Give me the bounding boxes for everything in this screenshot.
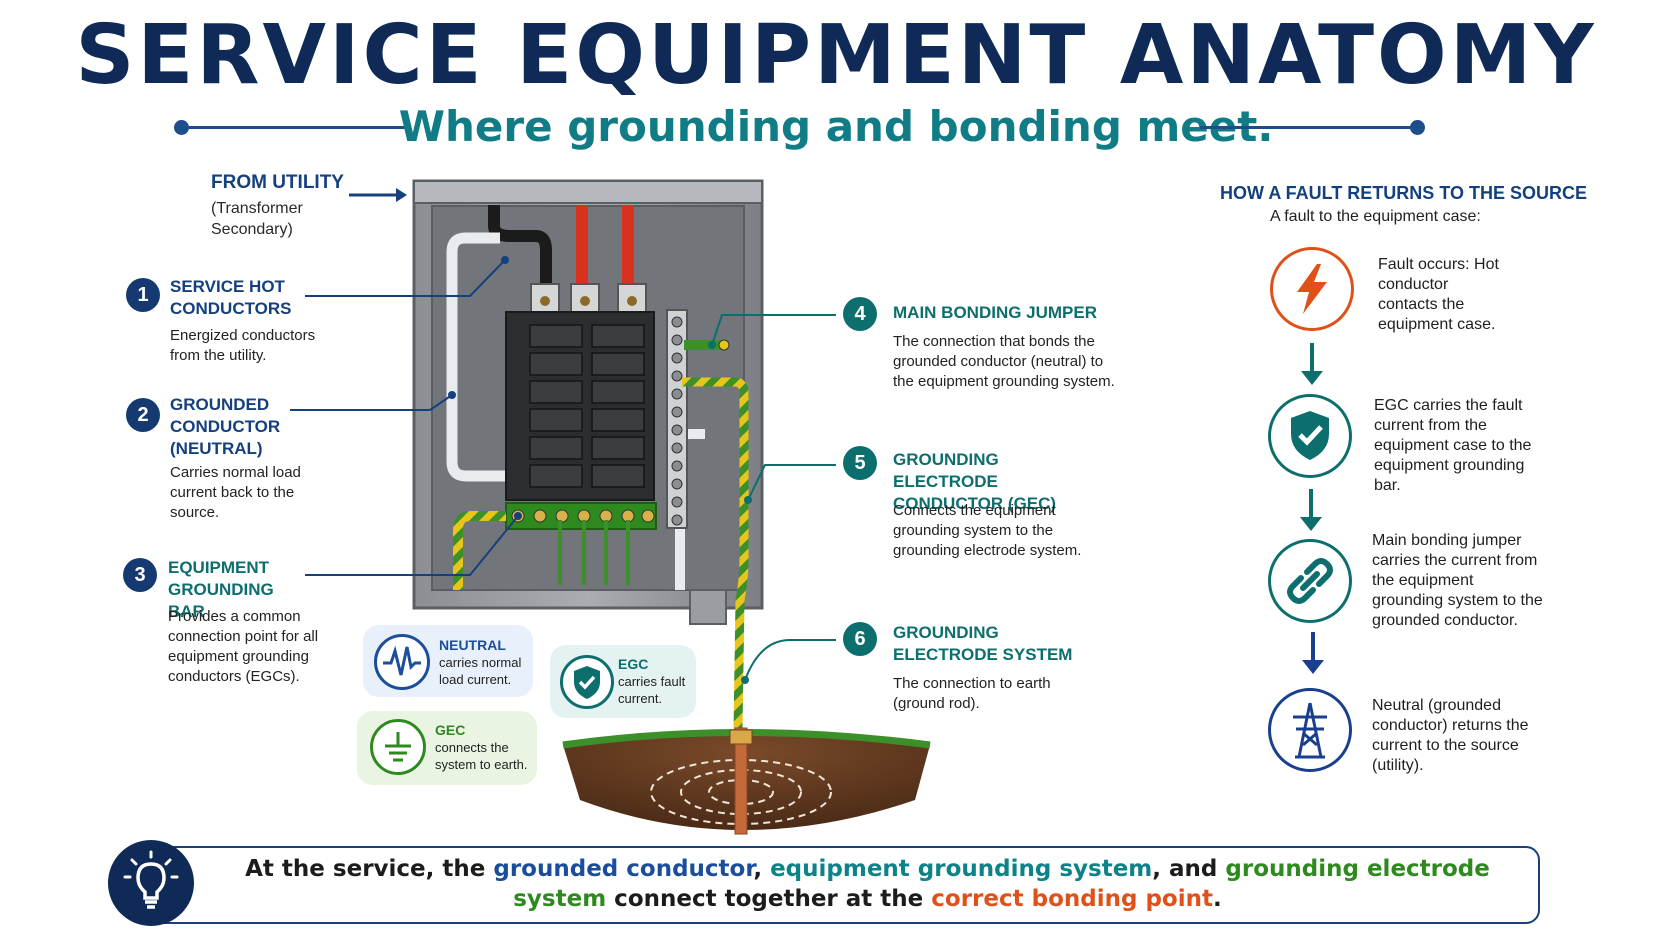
- service-hot-conductors: [488, 205, 634, 287]
- legend-neutral-title: NEUTRAL: [439, 637, 506, 653]
- label-1-number: 1: [126, 278, 160, 312]
- subtitle-left-rule: [182, 126, 410, 129]
- leader-lines: [290, 256, 836, 684]
- transmission-tower-icon: [1268, 688, 1352, 772]
- subtitle-left-dot: [174, 120, 189, 135]
- utility-subtitle: (Transformer Secondary): [211, 200, 303, 238]
- summary-part-9: .: [1213, 886, 1222, 912]
- page-title: SERVICE EQUIPMENT ANATOMY: [75, 8, 1597, 103]
- flow-arrow-down-icon: [1302, 632, 1324, 674]
- summary-grounding-electrode-system: grounding electrode system: [513, 856, 1490, 912]
- equipment-grounding-bar: [505, 502, 657, 585]
- label-3-body: Provides a common connection point for a…: [168, 608, 319, 685]
- label-2-number: 2: [126, 398, 160, 432]
- summary-text: At the service, the grounded conductor , …: [205, 854, 1530, 914]
- fault-step-2: EGC carries the fault current from the e…: [1374, 397, 1532, 494]
- summary-part-1: At the service, the: [245, 856, 494, 882]
- main-bonding-jumper: [684, 339, 730, 351]
- label-2-title: GROUNDED CONDUCTOR (NEUTRAL): [170, 395, 281, 458]
- label-6-number: 6: [843, 622, 877, 656]
- grounding-electrode-conductor: [733, 500, 749, 731]
- label-5-title: GROUNDING ELECTRODE CONDUCTOR (GEC): [893, 450, 1057, 513]
- label-5-number: 5: [843, 446, 877, 480]
- legend-egc-body: carries fault current.: [618, 674, 686, 706]
- fault-flow-subtitle: A fault to the equipment case:: [1270, 208, 1481, 225]
- label-4-title: MAIN BONDING JUMPER: [893, 303, 1098, 322]
- flow-arrow-down-icon: [1300, 489, 1322, 531]
- subtitle-right-rule: [1200, 126, 1418, 129]
- label-3-title: EQUIPMENT GROUNDING BAR: [168, 558, 274, 621]
- label-4-number: 4: [843, 297, 877, 331]
- label-4-body: The connection that bonds the grounded c…: [893, 333, 1115, 390]
- lightning-icon: [1270, 247, 1354, 331]
- label-5-body: Connects the equipment grounding system …: [893, 502, 1082, 559]
- grounding-electrode-system: [562, 727, 931, 835]
- summary-correct-bonding-point: correct bonding point: [931, 886, 1213, 912]
- fault-step-3: Main bonding jumper carries the current …: [1372, 532, 1543, 629]
- utility-title: FROM UTILITY: [211, 172, 344, 193]
- summary-bar: [150, 846, 1540, 924]
- fault-step-4: Neutral (grounded conductor) returns the…: [1372, 697, 1529, 774]
- fault-step-1: Fault occurs: Hot conductor contacts the…: [1378, 256, 1499, 333]
- summary-grounded-conductor: grounded conductor: [493, 856, 754, 882]
- summary-part-7: connect together at the: [606, 886, 932, 912]
- utility-arrow: [349, 188, 407, 202]
- legend-gec-body: connects the system to earth.: [435, 740, 528, 772]
- label-3-number: 3: [123, 558, 157, 592]
- page-subtitle: Where grounding and bonding meet.: [398, 102, 1274, 151]
- legend-neutral-body: carries normal load current.: [439, 655, 522, 687]
- summary-equipment-grounding-system: equipment grounding system: [770, 856, 1153, 882]
- shield-check-icon: [1268, 394, 1352, 478]
- label-2-body: Carries normal load current back to the …: [170, 464, 301, 521]
- neutral-bar: [666, 309, 688, 529]
- flow-arrow-down-icon: [1301, 343, 1323, 385]
- label-1-title: SERVICE HOT CONDUCTORS: [170, 277, 292, 318]
- legend-egc-title: EGC: [618, 656, 649, 672]
- label-1-body: Energized conductors from the utility.: [170, 327, 316, 364]
- legend-gec-title: GEC: [435, 722, 466, 738]
- link-icon: [1268, 539, 1352, 623]
- ground-symbol-icon: [370, 719, 426, 775]
- shield-check-icon: [560, 655, 614, 709]
- label-6-body: The connection to earth (ground rod).: [893, 675, 1051, 712]
- lightbulb-icon: [108, 840, 194, 926]
- summary-part-5: , and: [1152, 856, 1226, 882]
- egc-conductor: [453, 377, 749, 590]
- fault-flow-title: HOW A FAULT RETURNS TO THE SOURCE: [1220, 183, 1587, 203]
- summary-part-3: ,: [753, 856, 771, 882]
- branch-breakers: [505, 311, 655, 501]
- waveform-icon: [374, 634, 430, 690]
- label-6-title: GROUNDING ELECTRODE SYSTEM: [893, 623, 1073, 664]
- subtitle-right-dot: [1410, 120, 1425, 135]
